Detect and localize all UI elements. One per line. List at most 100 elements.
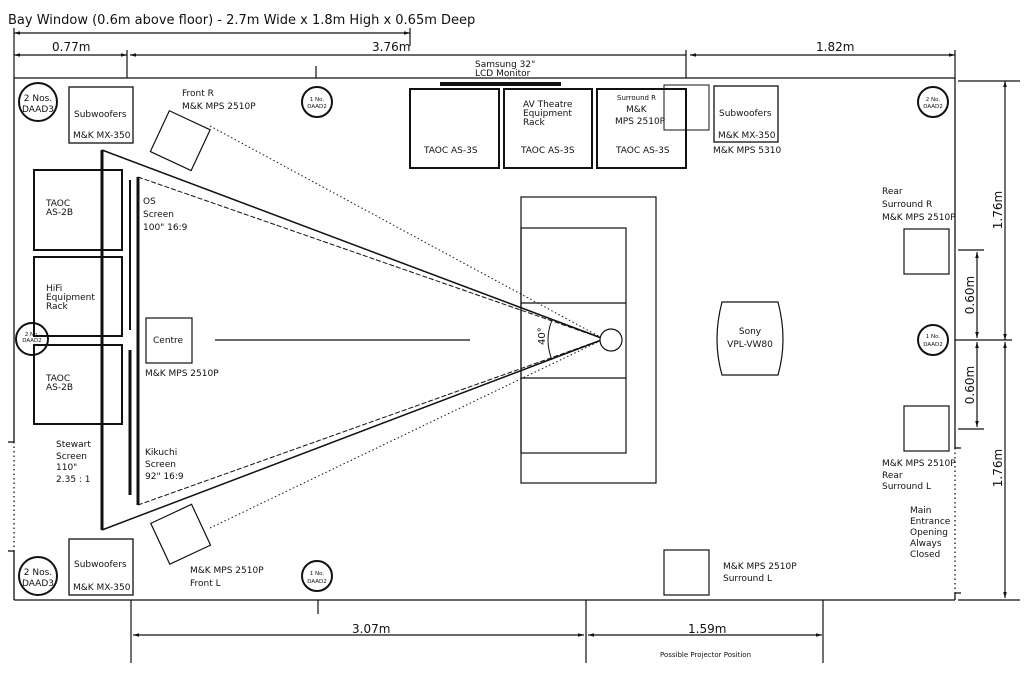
rack-left-mid — [33, 256, 123, 337]
front-r-line2: M&K MPS 2510P — [182, 102, 256, 112]
stewart-line3: 110" — [56, 463, 77, 473]
surround-r-speaker — [663, 84, 710, 131]
av-rack-model: TAOC AS-3S — [520, 146, 575, 156]
stewart-line1: Stewart — [56, 440, 91, 450]
rack-3-model: TAOC AS-3S — [615, 146, 670, 156]
rack-av-theatre — [503, 88, 593, 169]
surround-l-speaker — [663, 549, 710, 596]
dim-3-76: 3.76m — [372, 40, 410, 54]
rack-left-mid-line1: HiFi — [46, 284, 62, 294]
kikuchi-line1: Kikuchi — [145, 448, 177, 458]
entrance-line3: Opening — [910, 528, 948, 538]
front-l-speaker — [149, 503, 212, 565]
rack-taoc-3 — [596, 88, 687, 169]
centre-model: M&K MPS 2510P — [145, 369, 219, 379]
daad-bottom-left-type: DAAD3 — [22, 579, 54, 589]
av-rack-line1: AV Theatre — [523, 100, 573, 110]
centre-speaker — [145, 317, 193, 364]
stewart-line4: 2.35 : 1 — [56, 475, 91, 485]
monitor-label-2: LCD Monitor — [475, 69, 531, 79]
daad-top-right-count: 2 No. — [926, 97, 941, 103]
dim-3-07: 3.07m — [352, 622, 390, 636]
surround-l-line2: Surround L — [723, 574, 772, 584]
room-walls — [8, 77, 961, 601]
daad-top-mid-count: 1 No. — [310, 97, 325, 103]
viewing-cone — [101, 125, 605, 531]
os-screen-line3: 100" 16:9 — [143, 223, 188, 233]
subwoofer-top-left-label: Subwoofers — [74, 110, 127, 120]
daad-bottom-mid-count: 1 No. — [310, 571, 325, 577]
av-rack-line2: Equipment — [523, 109, 572, 119]
daad-bottom-mid — [301, 560, 333, 592]
entrance-line4: Always — [910, 539, 942, 549]
dim-0-77: 0.77m — [52, 40, 90, 54]
subwoofer-top-right-extra: M&K MPS 5310 — [713, 146, 781, 156]
viewing-angle-label: 40° — [537, 327, 548, 345]
daad-top-right-type: DAAD2 — [923, 104, 943, 110]
daad-right-mid — [917, 324, 949, 356]
centre-label: Centre — [153, 336, 184, 346]
monitor-label-1: Samsung 32" — [475, 60, 535, 70]
rack-1-model: TAOC AS-3S — [423, 146, 478, 156]
rear-surround-r-speaker — [903, 228, 950, 275]
av-rack-line3: Rack — [523, 118, 546, 128]
subwoofer-bottom-left-model: M&K MX-350 — [73, 583, 131, 593]
rear-surround-l-line1: M&K MPS 2510P — [882, 459, 956, 469]
dim-1-82: 1.82m — [816, 40, 854, 54]
rear-surround-r-line2: Surround R — [882, 200, 932, 210]
daad-right-mid-count: 1 No. — [926, 334, 941, 340]
subwoofer-top-right-label: Subwoofers — [719, 109, 772, 119]
daad-top-left-count: 2 Nos. — [24, 94, 52, 104]
projector — [716, 301, 784, 376]
rear-surround-r-line3: M&K MPS 2510P — [882, 213, 956, 223]
top-dimensions — [13, 28, 956, 78]
daad-right-mid-type: DAAD2 — [923, 342, 943, 348]
dim-1-59: 1.59m — [688, 622, 726, 636]
plan-title: Bay Window (0.6m above floor) - 2.7m Wid… — [8, 13, 475, 28]
front-l-line1: M&K MPS 2510P — [190, 566, 264, 576]
bottom-dimensions — [130, 600, 824, 663]
daad-left-mid — [15, 322, 49, 356]
surround-l-line1: M&K MPS 2510P — [723, 562, 797, 572]
daad-top-left-type: DAAD3 — [22, 105, 54, 115]
daad-bottom-mid-type: DAAD2 — [307, 579, 327, 585]
rear-surround-r-line1: Rear — [882, 187, 903, 197]
daad-top-mid — [301, 86, 333, 118]
rack-left-mid-line3: Rack — [46, 302, 69, 312]
os-screen-line2: Screen — [143, 210, 174, 220]
entrance-line5: Closed — [910, 550, 940, 560]
rack-left-mid-line2: Equipment — [46, 293, 95, 303]
front-r-speaker — [149, 109, 211, 172]
rack-left-bottom — [33, 344, 123, 425]
rack-left-bottom-line1: TAOC — [45, 374, 70, 384]
subwoofer-top-left — [68, 86, 134, 144]
rack-taoc-1 — [409, 88, 500, 169]
daad-left-mid-type: DAAD2 — [22, 338, 42, 344]
rack-3-line3: MPS 2510P — [615, 117, 666, 127]
dim-1-76-upper: 1.76m — [991, 191, 1005, 229]
dim-1-76-lower: 1.76m — [991, 449, 1005, 487]
rear-surround-l-speaker — [903, 405, 950, 452]
kikuchi-line2: Screen — [145, 460, 176, 470]
daad-bottom-left-count: 2 Nos. — [24, 568, 52, 578]
rack-left-top-line2: AS-2B — [46, 208, 73, 218]
daad-top-right — [917, 86, 949, 118]
rack-left-top-line1: TAOC — [45, 199, 70, 209]
lcd-monitor — [440, 82, 561, 86]
daad-top-left — [18, 82, 58, 122]
subwoofer-top-left-model: M&K MX-350 — [73, 131, 131, 141]
subwoofer-bottom-left — [68, 538, 134, 596]
rack-3-line1: Surround R — [617, 94, 656, 102]
seating — [520, 196, 657, 484]
projector-line2: VPL-VW80 — [727, 340, 773, 350]
dim-0-60-lower: 0.60m — [963, 366, 977, 404]
subwoofer-top-right — [713, 85, 779, 143]
daad-top-mid-type: DAAD2 — [307, 104, 327, 110]
right-dimensions — [955, 80, 1020, 601]
rack-left-bottom-line2: AS-2B — [46, 383, 73, 393]
kikuchi-line3: 92" 16:9 — [145, 472, 184, 482]
entrance-line2: Entrance — [910, 517, 951, 527]
rack-left-top — [33, 169, 123, 251]
front-r-line1: Front R — [182, 89, 214, 99]
